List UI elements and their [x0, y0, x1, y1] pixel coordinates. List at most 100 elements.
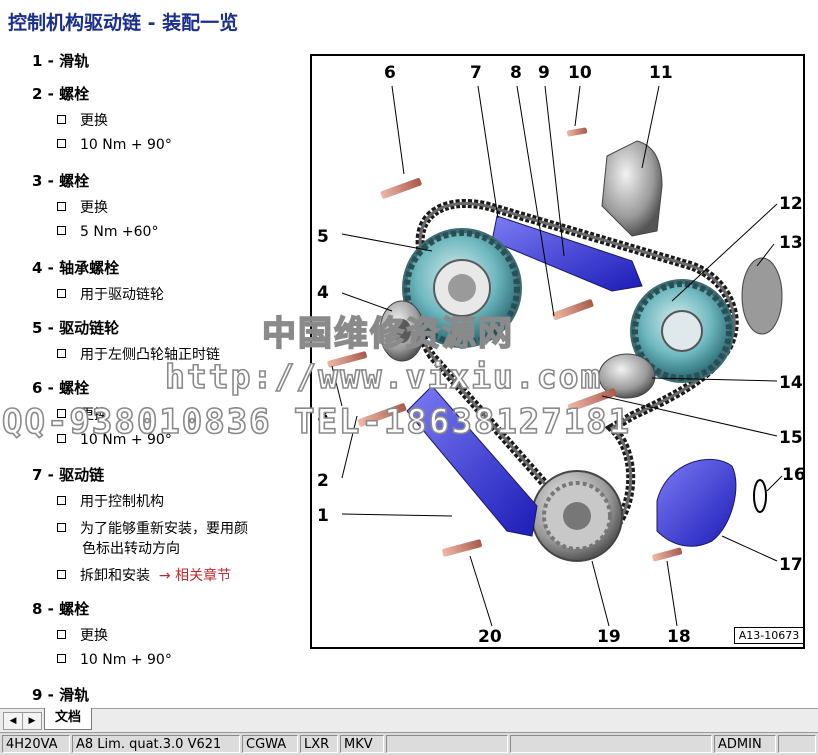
o-ring: [753, 479, 767, 513]
tab-next-button[interactable]: ▶: [22, 712, 42, 730]
bolt-10: [566, 127, 588, 137]
drive-sprocket: [402, 228, 522, 348]
bullet-icon: [57, 409, 66, 418]
status-empty-2: [510, 735, 712, 753]
status-code-3: MKV: [340, 735, 384, 753]
status-empty-1: [386, 735, 508, 753]
callout-12: 12: [779, 194, 803, 214]
camshaft-sprocket-right: [630, 279, 734, 383]
part-6-sub-1: 更换: [57, 404, 108, 424]
tab-prev-button[interactable]: ◀: [3, 712, 23, 730]
part-5-sub-1: 用于左侧凸轮轴正时链: [57, 344, 220, 364]
parts-list: 1 - 滑轨 2 - 螺栓 更换 10 Nm + 90° 3 - 螺栓 更换 5…: [0, 0, 305, 705]
bullet-icon: [57, 496, 66, 505]
callout-13: 13: [779, 233, 803, 253]
assembly-figure: 6 7 8 9 10 11 12 13 5 4 14 3 15 16 2 1 1…: [310, 54, 805, 649]
bullet-icon: [57, 570, 66, 579]
bullet-icon: [57, 630, 66, 639]
status-user: ADMIN: [714, 735, 776, 753]
callout-9: 9: [538, 63, 550, 83]
figure-id: A13-10673: [734, 627, 803, 644]
bullet-icon: [57, 654, 66, 663]
watermark-line-2: http://www.vixiu.com: [164, 356, 603, 397]
part-3: 3 - 螺栓: [32, 172, 90, 190]
part-7-sub-1: 用于控制机构: [57, 491, 164, 511]
part-5: 5 - 驱动链轮: [32, 319, 120, 337]
bearing-sleeve: [598, 353, 656, 399]
bullet-icon: [57, 226, 66, 235]
part-6: 6 - 螺栓: [32, 379, 90, 397]
part-2-sub-2: 10 Nm + 90°: [57, 137, 172, 153]
callout-15: 15: [779, 428, 803, 448]
bullet-icon: [57, 434, 66, 443]
triangle-right-icon: ▶: [28, 716, 36, 726]
part-1: 1 - 滑轨: [32, 52, 90, 70]
part-7: 7 - 驱动链: [32, 466, 105, 484]
callout-1: 1: [317, 506, 329, 526]
assembly-drawing: 6 7 8 9 10 11 12 13 5 4 14 3 15 16 2 1 1…: [317, 63, 805, 647]
related-chapter-link[interactable]: → 相关章节: [158, 568, 232, 584]
part-7-sub-2: 为了能够重新安装，要用颜: [57, 518, 248, 538]
part-2: 2 - 螺栓: [32, 85, 90, 103]
status-code-1: CGWA: [242, 735, 298, 753]
part-2-sub-1: 更换: [57, 110, 108, 130]
bullet-icon: [57, 523, 66, 532]
callout-labels: 6 7 8 9 10 11 12 13 5 4 14 3 15 16 2 1 1…: [317, 63, 805, 647]
tab-document[interactable]: 文档: [44, 708, 93, 730]
part-3-sub-1: 更换: [57, 197, 108, 217]
cover-plate: [601, 140, 663, 237]
part-8: 8 - 螺栓: [32, 600, 90, 618]
arrow-right-icon: →: [158, 568, 171, 584]
crankshaft-sprocket: [531, 470, 623, 562]
page-title: 控制机构驱动链 - 装配一览: [8, 12, 239, 34]
bolt-8: [552, 299, 594, 321]
guide-rail-lower: [406, 385, 538, 537]
status-bar: 4H20VA A8 Lim. quat.3.0 V621 CGWA LXR MK…: [0, 732, 818, 755]
chain-tensioner: [656, 458, 737, 547]
bolt-2: [357, 403, 407, 427]
part-4: 4 - 轴承螺栓: [32, 259, 120, 277]
bullet-icon: [57, 202, 66, 211]
callout-6: 6: [384, 63, 396, 83]
callout-3: 3: [317, 406, 329, 426]
callout-14: 14: [779, 373, 803, 393]
part-8-sub-1: 更换: [57, 625, 108, 645]
callout-17: 17: [779, 555, 803, 575]
bolt-6: [380, 177, 422, 199]
watermark-line-1: 中国维修资源网: [261, 313, 514, 355]
bearing-bolt: [379, 300, 425, 362]
callout-10: 10: [568, 63, 592, 83]
callout-4: 4: [317, 283, 329, 303]
part-7-sub-3: 拆卸和安装 → 相关章节: [57, 565, 231, 585]
status-empty-3: [778, 735, 816, 753]
bolt-20: [442, 539, 482, 557]
tab-bar: ◀ ▶ 文档: [0, 708, 818, 733]
callout-16: 16: [782, 465, 805, 485]
callout-2: 2: [317, 471, 329, 491]
bolt-3: [327, 351, 367, 368]
leader-lines: [331, 85, 783, 627]
bolt-18: [652, 547, 683, 562]
part-9: 9 - 滑轨: [32, 686, 90, 704]
bullet-icon: [57, 349, 66, 358]
watermark-line-3: QQ-938010836 TEL-18638127181: [1, 401, 632, 443]
callout-5: 5: [317, 227, 329, 247]
callout-11: 11: [649, 63, 673, 83]
status-engine: 4H20VA: [2, 735, 70, 753]
callout-7: 7: [470, 63, 482, 83]
status-model: A8 Lim. quat.3.0 V621: [72, 735, 240, 753]
callout-19: 19: [597, 627, 621, 647]
part-8-sub-2: 10 Nm + 90°: [57, 652, 172, 668]
part-6-sub-2: 10 Nm + 90°: [57, 432, 172, 448]
bullet-icon: [57, 139, 66, 148]
callout-8: 8: [510, 63, 522, 83]
bolt-15: [567, 388, 617, 412]
triangle-left-icon: ◀: [9, 716, 17, 726]
seal-disc: [741, 257, 783, 335]
part-3-sub-2: 5 Nm +60°: [57, 224, 158, 240]
part-7-sub-2-cont: 色标出转动方向: [82, 541, 180, 557]
part-4-sub-1: 用于驱动链轮: [57, 284, 164, 304]
status-code-2: LXR: [300, 735, 338, 753]
bullet-icon: [57, 115, 66, 124]
callout-18: 18: [667, 627, 691, 647]
